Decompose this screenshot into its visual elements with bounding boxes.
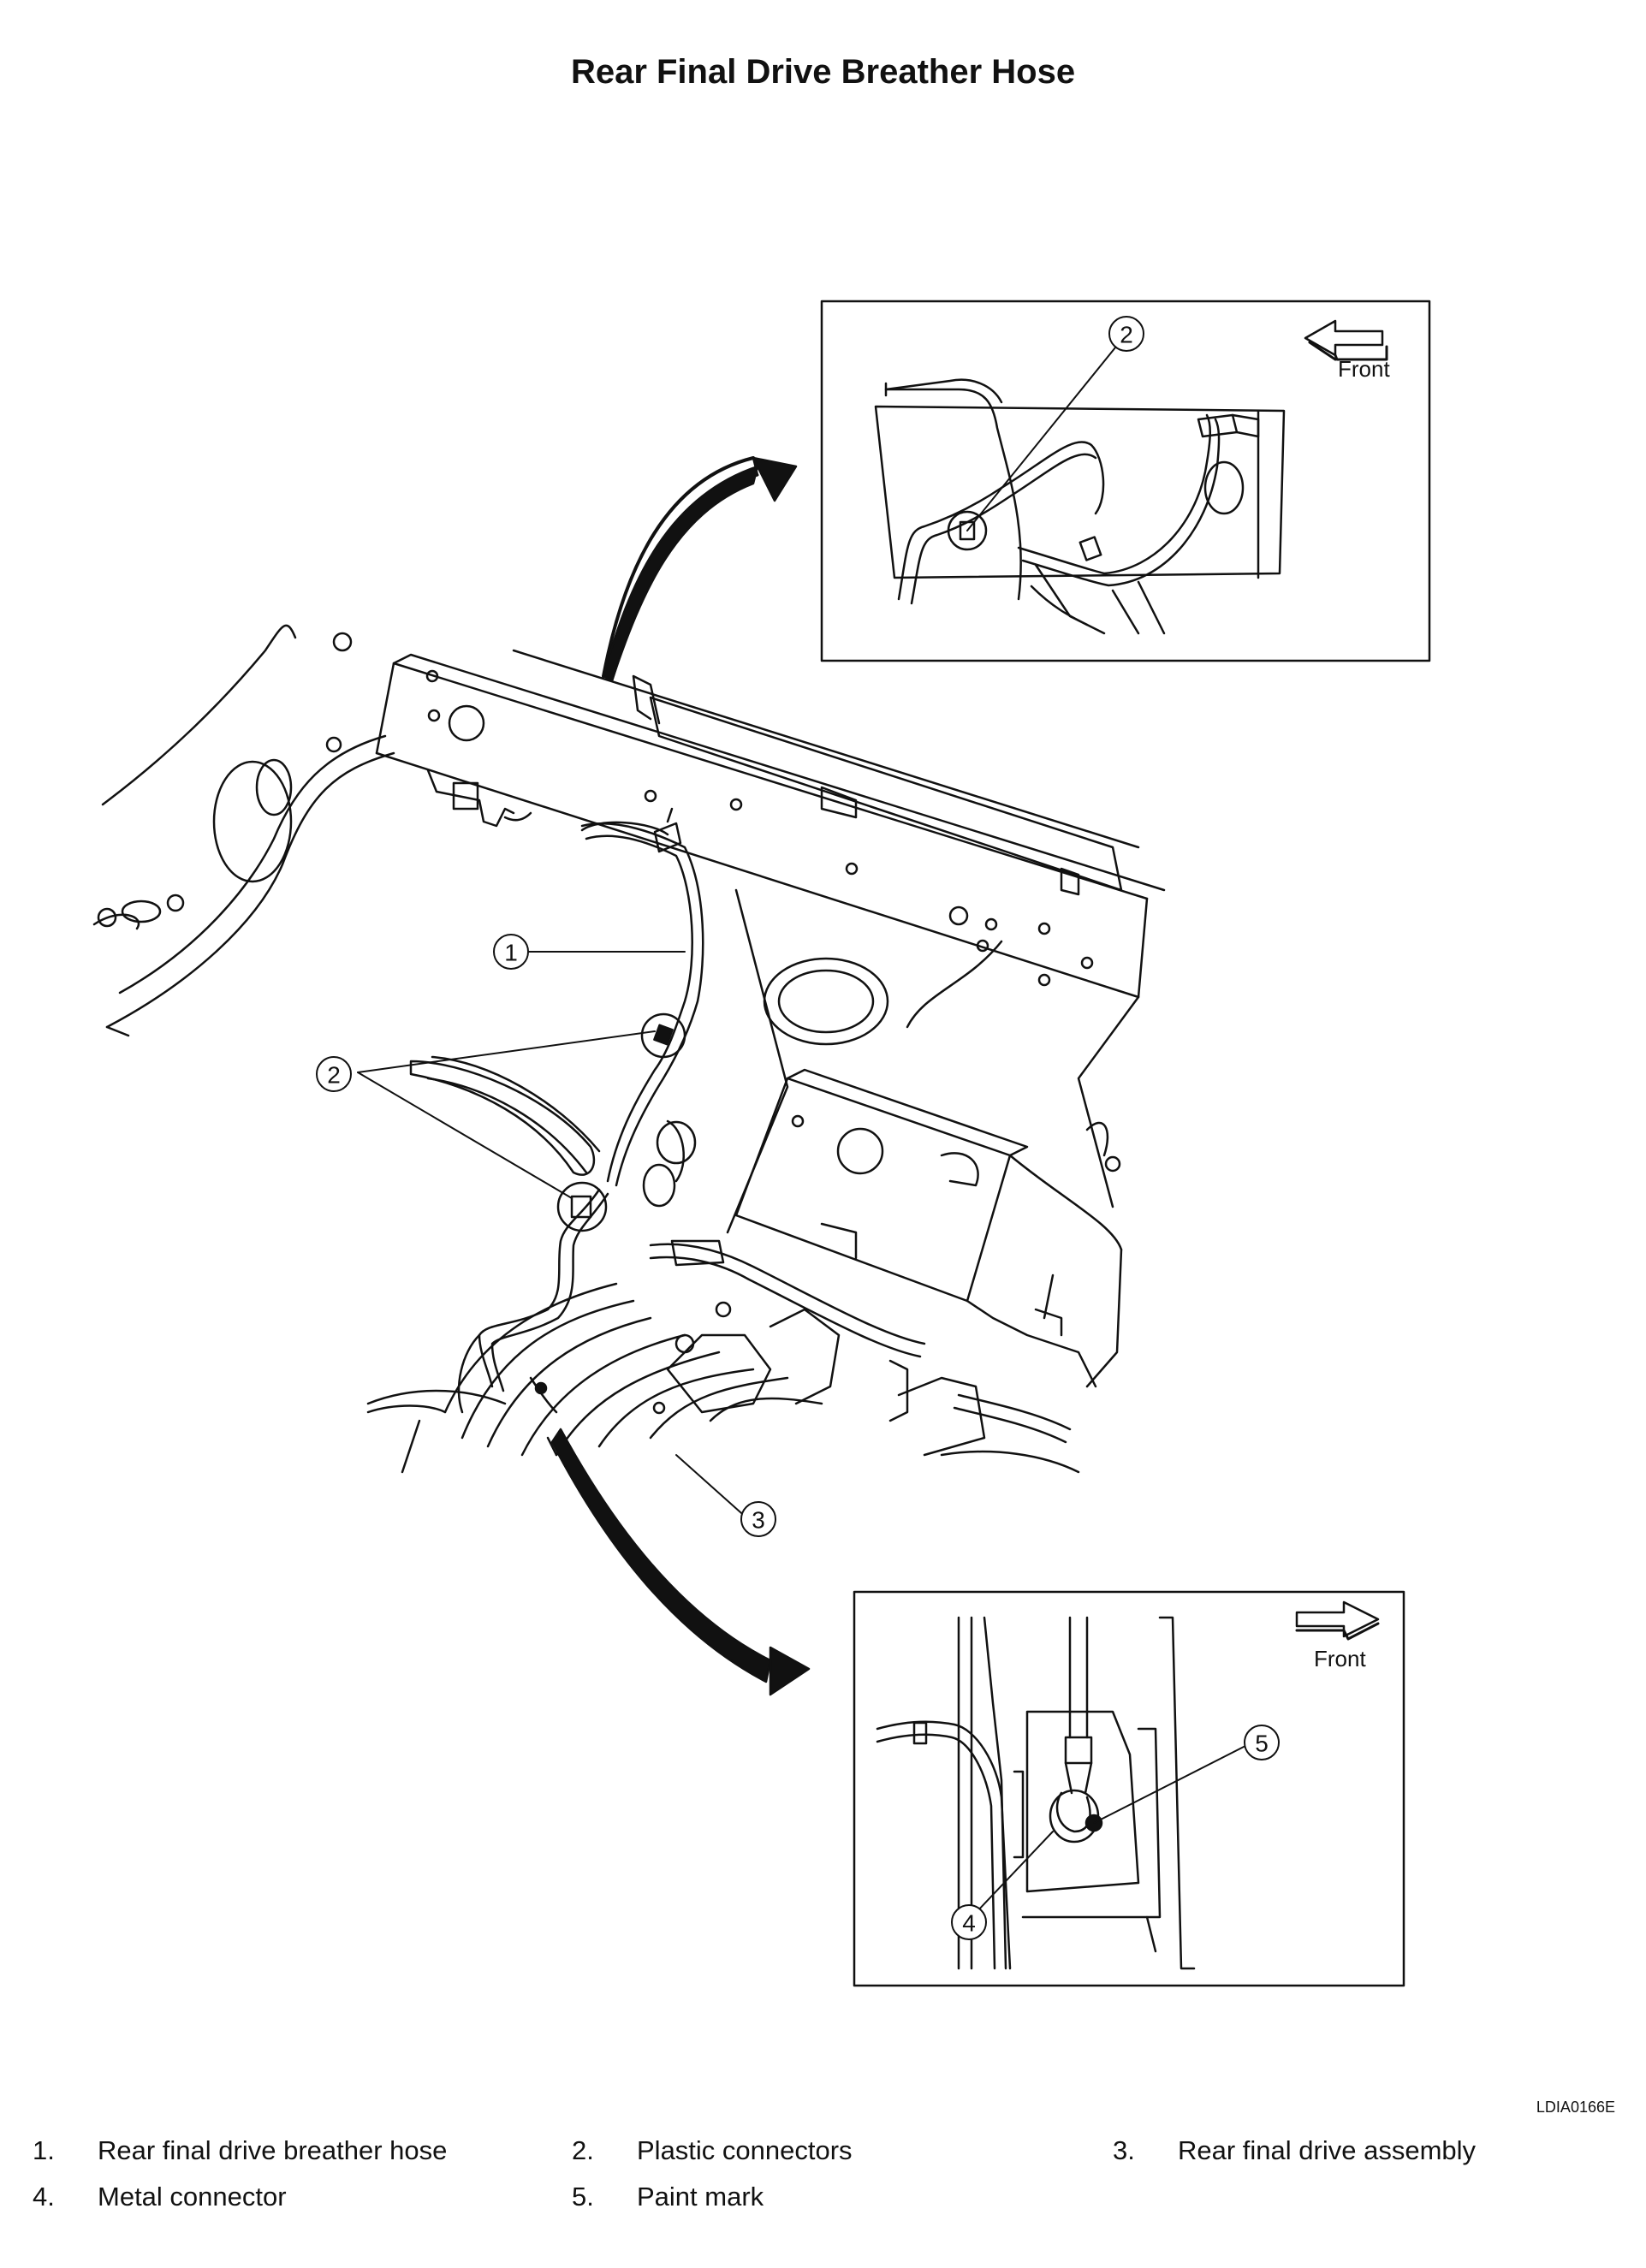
callout-2-main: 2 [327,1062,341,1089]
front-label-bottom: Front [1314,1646,1366,1671]
legend: 1. Rear final drive breather hose 2. Pla… [0,2135,1646,2238]
leader-lines [357,951,749,1520]
callout-2-inset: 2 [1120,322,1133,348]
vehicle-underbody-drawing [92,624,1166,1474]
legend-num: 5. [572,2182,594,2212]
figure-id: LDIA0166E [1536,2099,1615,2116]
legend-num: 1. [33,2135,55,2165]
legend-num: 2. [572,2135,594,2165]
top-inset [820,300,1431,662]
callout-3: 3 [752,1507,765,1534]
page-title: Rear Final Drive Breather Hose [570,53,1076,91]
legend-label: Metal connector [98,2182,287,2212]
bottom-inset [853,1590,1405,1987]
arrow-to-top-inset [602,456,798,682]
legend-label: Paint mark [637,2182,764,2212]
callout-1: 1 [504,940,518,966]
legend-num: 4. [33,2182,55,2212]
callout-4: 4 [962,1910,976,1937]
legend-num: 3. [1113,2135,1135,2165]
legend-label: Plastic connectors [637,2135,853,2165]
legend-label: Rear final drive assembly [1178,2135,1477,2165]
callout-5: 5 [1255,1731,1269,1757]
callout-circles [316,316,1280,1940]
legend-label: Rear final drive breather hose [98,2135,448,2165]
front-label-top: Front [1338,356,1390,382]
arrow-to-bottom-inset [550,1428,811,1696]
